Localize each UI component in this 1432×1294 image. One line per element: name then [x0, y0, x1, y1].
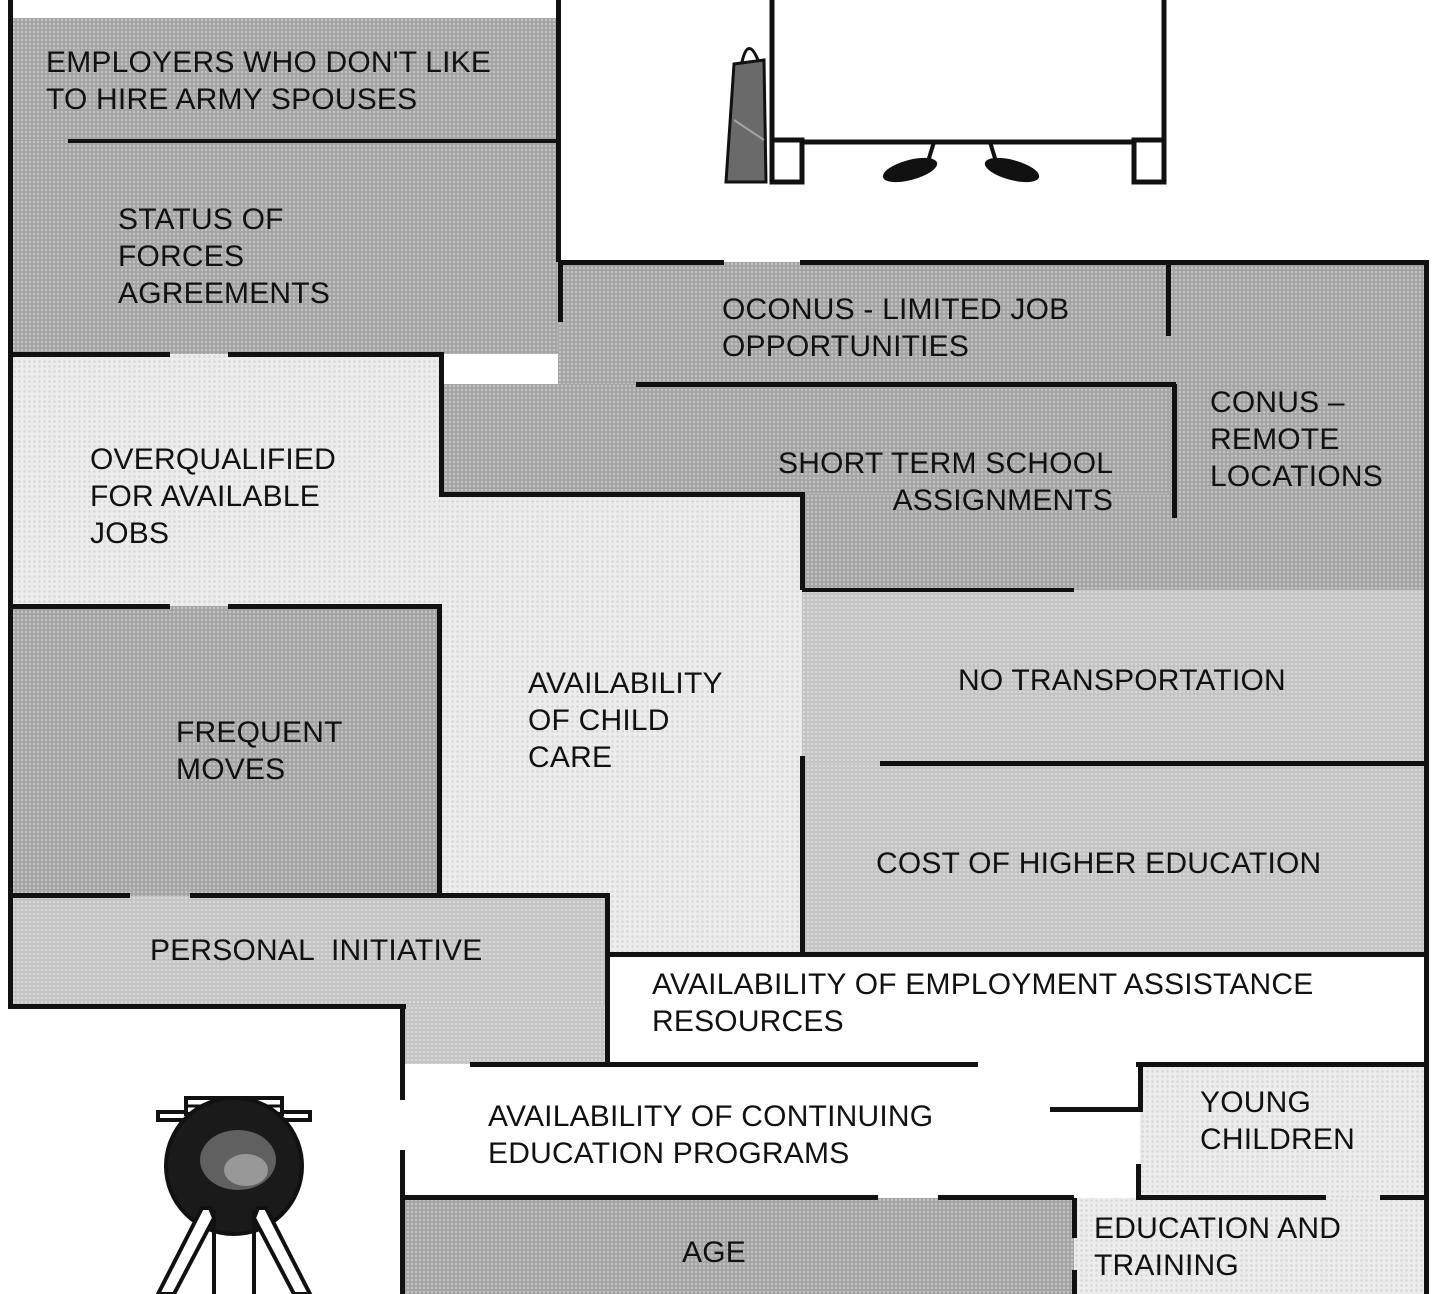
- wall: [558, 260, 563, 322]
- room-employment-assistance: [606, 954, 1424, 1064]
- wall: [556, 0, 561, 262]
- wall: [800, 260, 1424, 265]
- wall: [10, 604, 170, 609]
- wall: [1166, 260, 1171, 336]
- wall: [400, 1150, 405, 1294]
- room-education-training: [1074, 1198, 1424, 1294]
- wall: [1136, 1195, 1326, 1200]
- room-higher-ed: [802, 764, 1424, 954]
- wall: [1136, 1062, 1426, 1067]
- label-higher-ed: COST OF HIGHER EDUCATION: [876, 847, 1322, 880]
- wall: [439, 492, 805, 497]
- wall: [400, 1004, 405, 1100]
- wall: [1072, 1198, 1077, 1238]
- room-oconus: [558, 262, 1170, 384]
- wall: [10, 893, 130, 898]
- label-conus: CONUS – REMOTE LOCATIONS: [1210, 386, 1383, 493]
- label-transportation: NO TRANSPORTATION: [958, 664, 1286, 697]
- room-conus: [1170, 262, 1424, 590]
- person-with-hat-icon: [155, 1096, 313, 1294]
- room-short-term-lower: [802, 494, 1170, 590]
- wall: [1424, 260, 1429, 1294]
- label-oconus: OCONUS - LIMITED JOB OPPORTUNITIES: [722, 293, 1070, 363]
- label-frequent-moves: FREQUENT MOVES: [176, 716, 343, 786]
- wall: [938, 1195, 1074, 1200]
- desk-with-person-icon: [724, 0, 1167, 185]
- wall: [636, 382, 1176, 387]
- label-young-children: YOUNG CHILDREN: [1200, 1086, 1355, 1156]
- label-employers: EMPLOYERS WHO DON'T LIKE TO HIRE ARMY SP…: [46, 46, 492, 116]
- room-child-care: [440, 494, 802, 954]
- room-personal-initiative-lower: [402, 1006, 606, 1064]
- label-status-of-forces: STATUS OF FORCES AGREEMENTS: [118, 203, 331, 310]
- wall: [802, 588, 1074, 592]
- wall: [228, 604, 442, 609]
- wall: [1050, 1107, 1142, 1112]
- label-short-term: SHORT TERM SCHOOL ASSIGNMENTS: [778, 447, 1114, 517]
- room-age: [402, 1198, 1074, 1294]
- wall: [437, 604, 442, 896]
- room-young-children: [1140, 1064, 1424, 1198]
- room-frequent-moves: [12, 606, 440, 896]
- wall: [1072, 1270, 1077, 1294]
- room-transportation: [802, 590, 1424, 764]
- room-personal-initiative: [12, 896, 606, 1006]
- label-overqualified: OVERQUALIFIED FOR AVAILABLE JOBS: [90, 443, 336, 550]
- room-short-term: [440, 384, 1170, 494]
- room-overqualified: [12, 354, 440, 606]
- label-employment-assistance: AVAILABILITY OF EMPLOYMENT ASSISTANCE RE…: [652, 968, 1314, 1038]
- wall: [68, 139, 558, 143]
- wall: [8, 1004, 406, 1009]
- label-personal-initiative: PERSONAL INITIATIVE: [150, 934, 483, 967]
- label-child-care: AVAILABILITY OF CHILD CARE: [528, 667, 723, 774]
- wall: [470, 1062, 978, 1067]
- wall: [605, 893, 610, 1063]
- wall: [1172, 384, 1177, 518]
- label-education-training: EDUCATION AND TRAINING: [1094, 1212, 1342, 1282]
- wall: [10, 352, 170, 357]
- wall: [800, 492, 805, 590]
- wall: [1380, 1195, 1426, 1200]
- wall: [800, 756, 805, 956]
- wall: [606, 952, 1426, 957]
- wall: [402, 1195, 878, 1200]
- label-continuing-ed: AVAILABILITY OF CONTINUING EDUCATION PRO…: [488, 1100, 934, 1170]
- wall: [228, 352, 444, 357]
- wall: [1138, 1062, 1143, 1112]
- room-employers: [12, 18, 558, 140]
- wall: [190, 893, 610, 898]
- wall: [558, 260, 724, 265]
- wall: [880, 761, 1424, 766]
- label-age: AGE: [682, 1236, 746, 1269]
- wall: [8, 0, 13, 1006]
- room-continuing-ed: [402, 1064, 1140, 1198]
- wall: [439, 352, 444, 496]
- room-status-of-forces: [12, 140, 558, 354]
- wall: [1136, 1164, 1141, 1200]
